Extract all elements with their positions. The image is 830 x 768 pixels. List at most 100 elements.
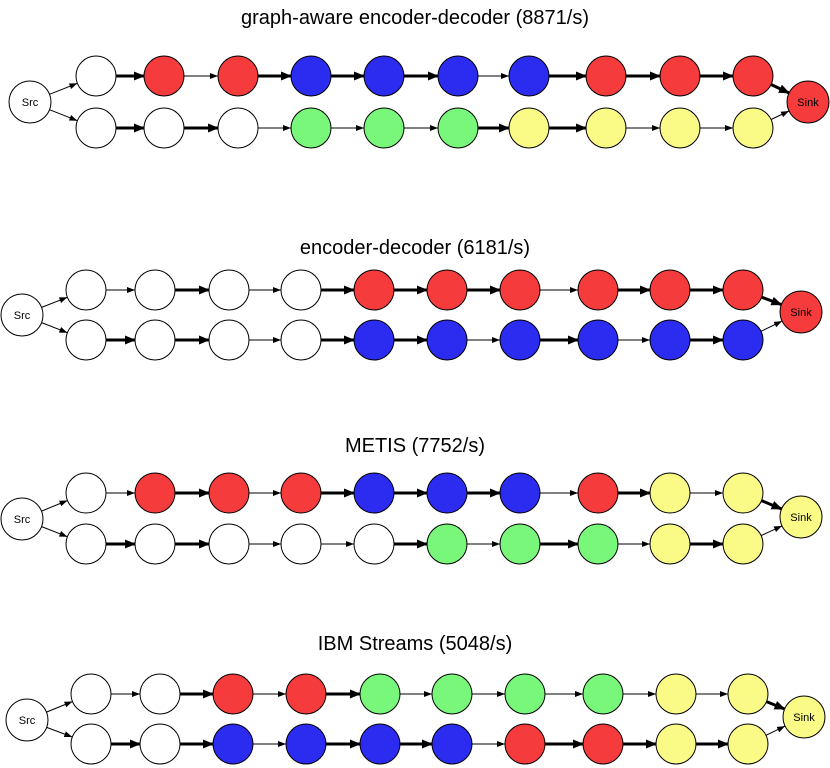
edge-top-sink-4: [765, 700, 786, 711]
operator-node-bottom-3-9: [649, 523, 691, 565]
operator-node-bottom-1-2: [143, 107, 185, 149]
src-node-1: [8, 80, 52, 124]
sink-node-3: [779, 495, 823, 539]
operator-node-top-3-8: [577, 472, 619, 514]
operator-node-bottom-2-7: [499, 319, 541, 361]
src-label-2: Src: [14, 310, 31, 322]
sink-label-1: Sink: [797, 97, 819, 109]
operator-node-top-4-5: [359, 673, 401, 715]
edge-src-bottom-3: [41, 526, 68, 538]
operator-node-bottom-4-9: [655, 723, 697, 765]
operator-node-top-1-8: [585, 55, 627, 97]
sink-label-2: Sink: [790, 307, 812, 319]
operator-node-top-2-10: [722, 269, 764, 311]
operator-node-bottom-1-7: [508, 107, 550, 149]
operator-node-top-4-8: [582, 673, 624, 715]
edge-top-sink-3: [760, 499, 783, 511]
operator-node-bottom-4-3: [212, 723, 254, 765]
operator-node-bottom-1-3: [217, 107, 259, 149]
edge-bottom-sink-3: [760, 525, 783, 537]
edge-bottom-sink-2: [760, 320, 783, 332]
operator-node-top-2-6: [426, 269, 468, 311]
operator-node-top-1-1: [75, 55, 117, 97]
operator-node-top-1-2: [143, 55, 185, 97]
operator-node-bottom-3-10: [722, 523, 764, 565]
operator-node-top-4-3: [212, 673, 254, 715]
panel-title-4: IBM Streams (5048/s): [317, 633, 513, 655]
operator-node-bottom-2-3: [208, 319, 250, 361]
operator-node-bottom-1-4: [290, 107, 332, 149]
operator-node-bottom-2-1: [65, 319, 107, 361]
panel-title-1: graph-aware encoder-decoder (8871/s): [241, 7, 589, 29]
operator-node-bottom-3-2: [134, 523, 176, 565]
operator-node-bottom-2-6: [426, 319, 468, 361]
sink-node-2: [779, 290, 823, 334]
operator-node-bottom-2-9: [649, 319, 691, 361]
panel-title-3: METIS (7752/s): [344, 435, 486, 457]
edge-src-bottom-4: [46, 726, 73, 738]
edge-src-bottom-1: [49, 109, 78, 122]
edge-src-top-1: [49, 82, 78, 95]
edge-src-top-3: [41, 500, 68, 512]
src-label-3: Src: [14, 514, 31, 526]
sink-label-3: Sink: [790, 512, 812, 524]
edge-top-sink-1: [770, 83, 790, 95]
panel-title-2: encoder-decoder (6181/s): [299, 237, 531, 259]
src-node-4: [5, 698, 49, 742]
operator-node-top-1-6: [437, 55, 479, 97]
operator-node-top-3-10: [722, 472, 764, 514]
operator-node-top-4-1: [70, 673, 112, 715]
operator-node-bottom-3-6: [426, 523, 468, 565]
operator-node-bottom-3-4: [280, 523, 322, 565]
operator-node-bottom-2-8: [577, 319, 619, 361]
operator-node-top-4-10: [727, 673, 769, 715]
operator-node-bottom-4-10: [727, 723, 769, 765]
operator-node-top-3-7: [499, 472, 541, 514]
operator-node-bottom-1-10: [732, 107, 774, 149]
operator-node-top-1-9: [659, 55, 701, 97]
src-node-2: [0, 293, 44, 337]
operator-node-bottom-3-1: [65, 523, 107, 565]
operator-node-top-1-7: [508, 55, 550, 97]
operator-node-top-3-2: [134, 472, 176, 514]
edge-top-sink-2: [761, 295, 783, 307]
operator-node-bottom-2-10: [722, 319, 764, 361]
operator-node-top-4-4: [285, 673, 327, 715]
operator-node-bottom-3-3: [208, 523, 250, 565]
operator-node-top-2-1: [65, 269, 107, 311]
edge-src-top-4: [46, 701, 73, 713]
operator-node-top-1-4: [290, 55, 332, 97]
operator-node-top-2-5: [353, 269, 395, 311]
operator-node-top-2-4: [280, 269, 322, 311]
operator-node-bottom-4-4: [285, 723, 327, 765]
edge-src-top-2: [41, 296, 68, 308]
operator-node-top-3-3: [208, 472, 250, 514]
operator-node-bottom-2-4: [280, 319, 322, 361]
edge-bottom-sink-1: [770, 110, 790, 120]
operator-node-top-2-9: [649, 269, 691, 311]
operator-node-bottom-3-8: [577, 523, 619, 565]
operator-node-bottom-1-5: [363, 107, 405, 149]
operator-node-top-2-7: [499, 269, 541, 311]
src-label-1: Src: [22, 97, 39, 109]
operator-node-top-2-2: [134, 269, 176, 311]
operator-node-bottom-1-8: [585, 107, 627, 149]
operator-node-bottom-1-9: [659, 107, 701, 149]
sink-label-4: Sink: [793, 712, 815, 724]
operator-node-top-1-10: [732, 55, 774, 97]
operator-node-bottom-2-5: [353, 319, 395, 361]
edge-src-bottom-2: [41, 322, 68, 334]
operator-node-bottom-3-7: [499, 523, 541, 565]
src-node-3: [0, 497, 44, 541]
operator-node-bottom-4-6: [431, 723, 473, 765]
operator-node-bottom-4-7: [504, 723, 546, 765]
operator-node-top-1-5: [363, 55, 405, 97]
edge-bottom-sink-4: [765, 725, 786, 736]
operator-node-top-4-2: [139, 673, 181, 715]
operator-node-bottom-3-5: [353, 523, 395, 565]
operator-node-bottom-2-2: [134, 319, 176, 361]
operator-node-top-4-7: [504, 673, 546, 715]
operator-node-bottom-1-6: [437, 107, 479, 149]
